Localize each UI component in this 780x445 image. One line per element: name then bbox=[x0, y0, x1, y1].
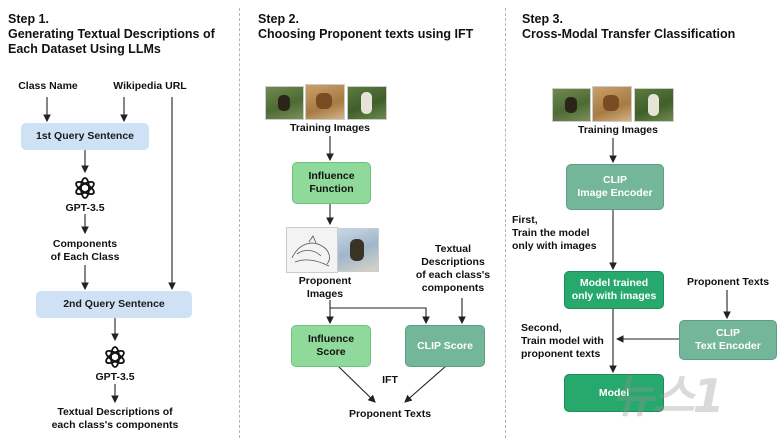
training-image-dog-2 bbox=[305, 84, 345, 120]
second-line3: proponent texts bbox=[521, 348, 601, 360]
clip-image-encoder-box: CLIP Image Encoder bbox=[566, 164, 664, 210]
influence-score-box: Influence Score bbox=[291, 325, 371, 367]
step2-proponent-texts-label: Proponent Texts bbox=[348, 408, 432, 420]
influence-score-line1: Influence bbox=[307, 333, 355, 345]
step3-training-images-label: Training Images bbox=[578, 124, 658, 136]
gpt-label-1: GPT-3.5 bbox=[65, 202, 105, 214]
model-trained-box: Model trained only with images bbox=[564, 271, 664, 309]
wikipedia-url-label: Wikipedia URL bbox=[113, 80, 187, 92]
clip-text-encoder-box: CLIP Text Encoder bbox=[679, 320, 777, 360]
components-label: Components of Each Class bbox=[30, 238, 140, 264]
textual-line4: components bbox=[421, 282, 485, 294]
step3-title-line2: Cross-Modal Transfer Classification bbox=[522, 27, 736, 41]
proponent-images-line1: Proponent bbox=[298, 275, 352, 287]
step1-title-line1: Step 1. bbox=[8, 12, 49, 26]
step3-title-line1: Step 3. bbox=[522, 12, 563, 26]
training-image-dog-1 bbox=[265, 86, 304, 120]
step2-title-line2: Choosing Proponent texts using IFT bbox=[258, 27, 474, 41]
clip-score-box: CLIP Score bbox=[405, 325, 485, 367]
step2-title-line1: Step 2. bbox=[258, 12, 299, 26]
textual-descriptions-label: Textual Descriptions of each class's com… bbox=[400, 243, 506, 295]
clip-image-line1: CLIP bbox=[603, 174, 627, 186]
step2-training-images-label: Training Images bbox=[290, 122, 370, 134]
first-line2: Train the model bbox=[512, 227, 590, 239]
step3-proponent-texts-label: Proponent Texts bbox=[686, 276, 770, 288]
openai-logo-icon-2 bbox=[105, 346, 125, 368]
arrow-clip-to-texts bbox=[404, 365, 447, 403]
proponent-image-photo bbox=[337, 228, 379, 272]
divider-step1-step2 bbox=[239, 8, 240, 438]
influence-score-line2: Score bbox=[316, 346, 346, 358]
proponent-images-label: Proponent Images bbox=[285, 275, 365, 301]
openai-logo-icon bbox=[75, 177, 95, 199]
step1-title-line2: Generating Textual Descriptions of bbox=[8, 27, 215, 41]
components-line1: Components bbox=[52, 238, 118, 250]
watermark: 뉴스1 bbox=[612, 369, 725, 423]
step1-title: Step 1. Generating Textual Descriptions … bbox=[8, 12, 215, 57]
model-trained-line2: only with images bbox=[571, 290, 657, 302]
second-line1: Second, bbox=[521, 322, 562, 334]
final-model-box: Model bbox=[564, 374, 664, 412]
class-name-label: Class Name bbox=[18, 80, 78, 92]
components-line2: of Each Class bbox=[50, 251, 120, 263]
output-line1: Textual Descriptions of bbox=[57, 406, 173, 418]
influence-function-line2: Function bbox=[309, 183, 354, 195]
step1-output-label: Textual Descriptions of each class's com… bbox=[40, 406, 190, 432]
arrow-score-to-texts bbox=[337, 365, 376, 403]
step3-training-image-dog-2 bbox=[592, 86, 632, 122]
textual-line3: of each class's bbox=[415, 269, 491, 281]
second-train-label: Second, Train model with proponent texts bbox=[521, 322, 621, 361]
sketch-dog-icon bbox=[291, 235, 330, 267]
textual-line2: Descriptions bbox=[421, 256, 485, 268]
influence-function-box: Influence Function bbox=[292, 162, 371, 204]
proponent-image-sketch bbox=[286, 227, 338, 273]
first-line1: First, bbox=[512, 214, 538, 226]
second-query-box: 2nd Query Sentence bbox=[36, 291, 192, 318]
step3-training-image-dog-1 bbox=[552, 88, 591, 122]
first-line3: only with images bbox=[512, 240, 597, 252]
second-line2: Train model with bbox=[521, 335, 604, 347]
gpt-label-2: GPT-3.5 bbox=[95, 371, 135, 383]
first-query-box: 1st Query Sentence bbox=[21, 123, 149, 150]
arrow-images-to-clip bbox=[330, 307, 430, 325]
ift-label: IFT bbox=[382, 374, 398, 386]
divider-step2-step3 bbox=[505, 8, 506, 438]
training-image-dog-3 bbox=[347, 86, 387, 120]
step3-title: Step 3. Cross-Modal Transfer Classificat… bbox=[522, 12, 735, 42]
first-train-label: First, Train the model only with images bbox=[512, 214, 612, 253]
step1-title-line3: Each Dataset Using LLMs bbox=[8, 42, 161, 56]
influence-function-line1: Influence bbox=[308, 170, 355, 182]
clip-text-line2: Text Encoder bbox=[695, 340, 761, 352]
step3-training-image-dog-3 bbox=[634, 88, 674, 122]
step2-title: Step 2. Choosing Proponent texts using I… bbox=[258, 12, 473, 42]
clip-image-line2: Image Encoder bbox=[577, 187, 653, 199]
clip-text-line1: CLIP bbox=[716, 327, 740, 339]
model-trained-line1: Model trained bbox=[579, 277, 649, 289]
proponent-images-line2: Images bbox=[306, 288, 344, 300]
output-line2: each class's components bbox=[51, 419, 179, 431]
textual-line1: Textual bbox=[435, 243, 471, 255]
